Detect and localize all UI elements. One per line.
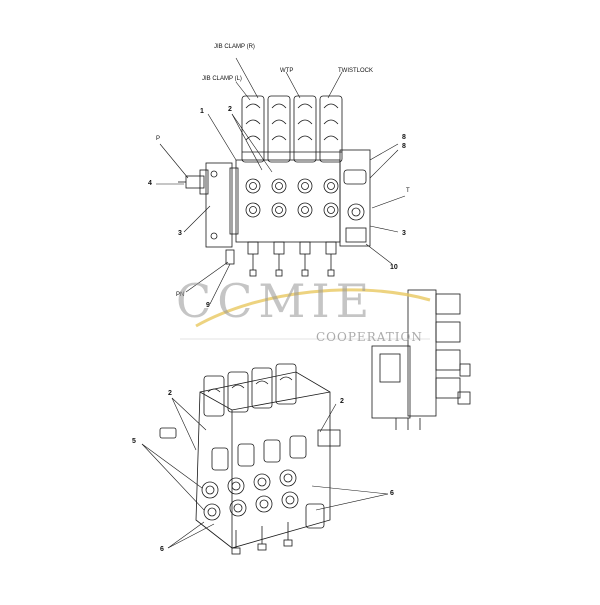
leader-lines-top	[156, 57, 406, 305]
watermark-tagline: COOPERATION	[316, 330, 423, 344]
callout-3-left: 3	[178, 230, 182, 237]
callout-2-iso-right: 2	[340, 398, 344, 405]
callout-8-b: 8	[402, 143, 406, 150]
valve-bank-isometric-view	[141, 363, 389, 555]
callout-10: 10	[390, 264, 398, 271]
valve-bank-side-view	[371, 289, 471, 430]
callout-3-right: 3	[402, 230, 406, 237]
pn-port-fitting	[225, 249, 235, 265]
callout-6-iso-right: 6	[390, 490, 394, 497]
label-port-t: T	[406, 188, 410, 194]
label-jib-clamp-r: JIB CLAMP (R)	[214, 44, 255, 50]
valve-bank-top-view	[156, 57, 406, 305]
callout-9: 9	[206, 302, 210, 309]
watermark-logo-text: CCMIE	[176, 274, 376, 328]
callout-1: 1	[200, 108, 204, 115]
p-port-fitting	[178, 169, 209, 195]
callout-4: 4	[148, 180, 152, 187]
label-twistlock: TWISTLOCK	[338, 68, 374, 74]
callout-2-top: 2	[228, 106, 232, 113]
label-port-pn: PN	[176, 292, 185, 298]
callout-2-iso-left: 2	[168, 390, 172, 397]
valve-ports	[245, 178, 339, 218]
watermark-swoosh	[195, 288, 431, 328]
callout-6-iso-left: 6	[160, 546, 164, 553]
label-wtp: WTP	[280, 68, 294, 74]
callout-8-a: 8	[402, 134, 406, 141]
solenoid-housings	[241, 95, 343, 163]
callout-5: 5	[132, 438, 136, 445]
spool-ends	[247, 241, 337, 277]
label-port-p: P	[156, 136, 161, 142]
label-jib-clamp-l: JIB CLAMP (L)	[202, 76, 242, 82]
